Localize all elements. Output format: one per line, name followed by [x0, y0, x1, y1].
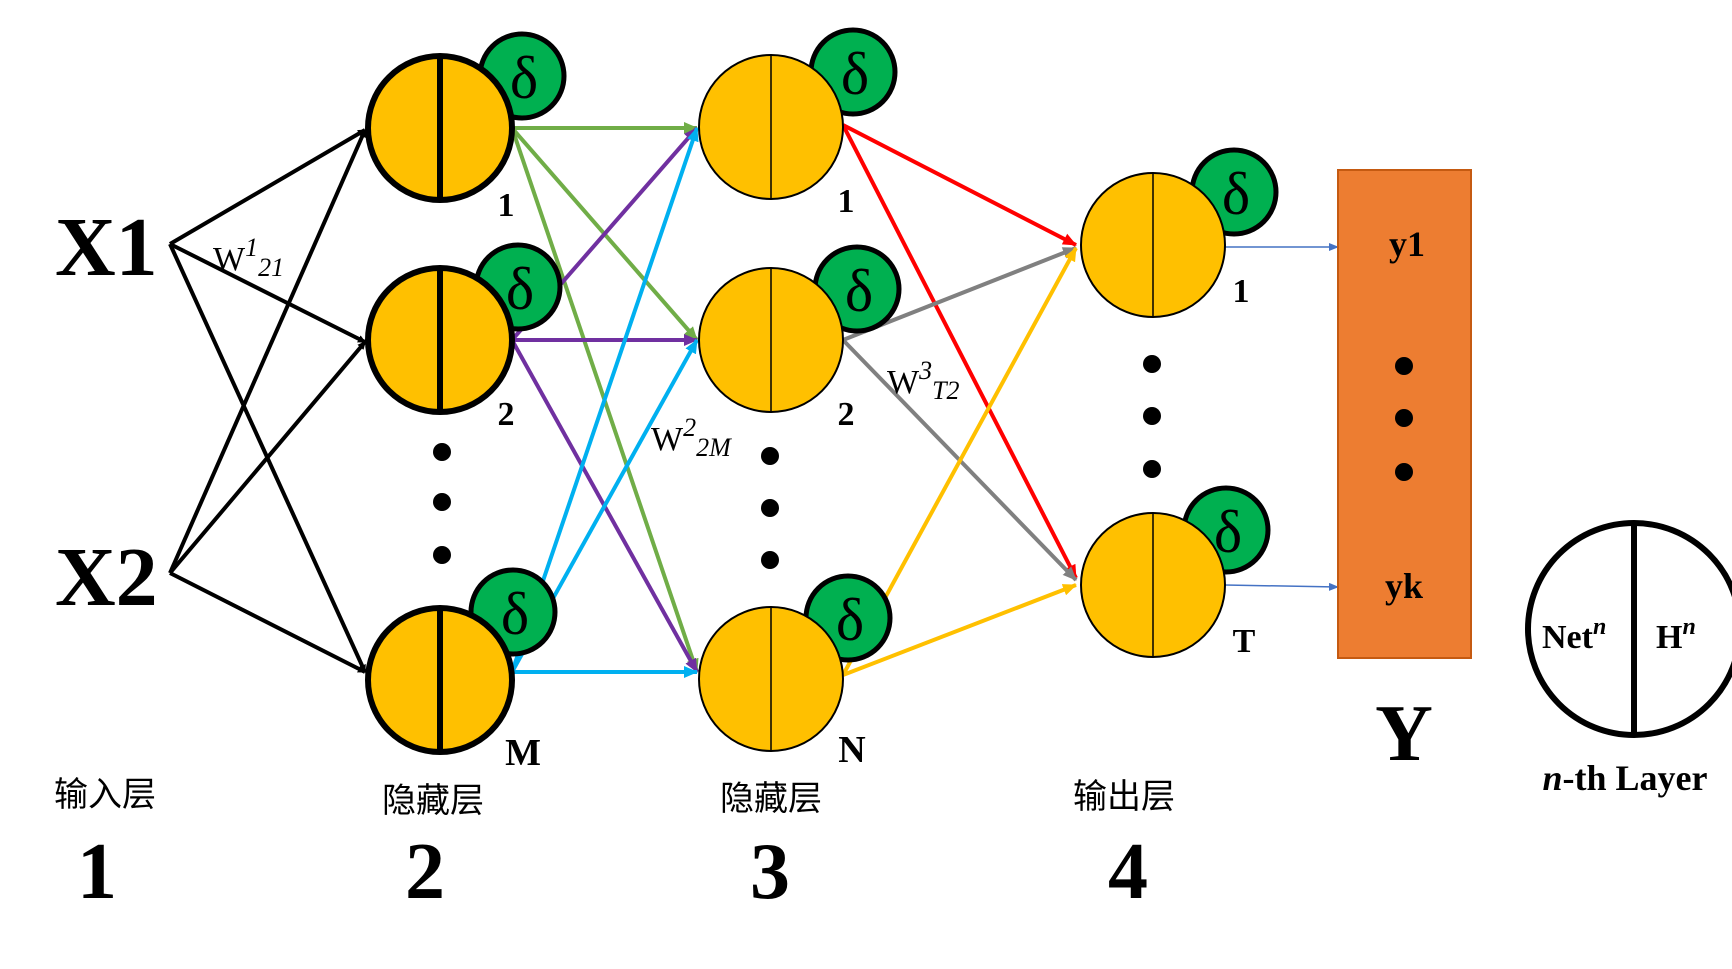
output-box: y1 yk: [1337, 169, 1472, 659]
output-yk-label: yk: [1385, 566, 1423, 606]
node-l2-2: [365, 265, 515, 415]
layer-name-output: 输出层: [1073, 777, 1175, 817]
edge-l3-N-to-l4-T: [842, 583, 1077, 677]
layer-number-4: 4: [1108, 828, 1148, 916]
output-ellipsis-dot: [1395, 357, 1413, 375]
edge-x2-to-l2-M: [169, 571, 366, 674]
output-ellipsis-dot: [1395, 409, 1413, 427]
node-l3-N: [698, 606, 844, 752]
legend-h-label: Hn: [1656, 614, 1696, 656]
edge-l3-1-to-l4-T: [841, 124, 1078, 579]
node-l2-M: [365, 605, 515, 755]
ellipsis-l4: [1143, 355, 1161, 478]
edge-l4-T-to-yk: [1224, 582, 1339, 591]
legend-caption: n-th Layer: [1543, 758, 1708, 798]
layer-name-input: 输入层: [54, 775, 156, 815]
delta-symbol: δ: [1222, 161, 1250, 227]
layer-number-2: 2: [405, 828, 445, 916]
layer4-nodes: [1080, 172, 1226, 658]
node-label-l3-2: 2: [838, 396, 855, 433]
layer-number-1: 1: [77, 828, 117, 916]
node-l4-1: [1080, 172, 1226, 318]
node-l2-1: [365, 53, 515, 203]
node-l3-1: [698, 54, 844, 200]
layer-name-hidden-2: 隐藏层: [382, 781, 484, 821]
ellipsis-l3: [761, 447, 779, 569]
layer-number-3: 3: [750, 828, 790, 916]
legend: Netn Hn n-th Layer: [1525, 520, 1732, 798]
edge-x1-to-l2-1: [168, 128, 367, 246]
node-label-l4-1: 1: [1233, 273, 1250, 310]
delta-symbol: δ: [845, 258, 873, 324]
layer-names: 输入层 隐藏层 隐藏层 输出层: [54, 775, 1175, 821]
delta-symbol: δ: [501, 581, 529, 647]
node-label-l4-T: T: [1233, 623, 1256, 660]
edges-layer4-to-output: [1224, 243, 1339, 591]
weight-w2-2M-label: W22M: [651, 413, 732, 462]
output-y1-label: y1: [1389, 224, 1425, 264]
node-index-labels: 1 2 M 1 2 N 1 T: [498, 183, 1256, 774]
input-x1-label: X1: [55, 201, 158, 294]
node-l3-2: [698, 267, 844, 413]
ellipsis-l2: [433, 443, 451, 564]
legend-net-label: Netn: [1542, 614, 1606, 656]
weight-w3-T2-label: W3T2: [887, 356, 960, 405]
layer-name-hidden-3: 隐藏层: [720, 779, 822, 819]
delta-symbol: δ: [510, 45, 538, 111]
layer-numbers: 1 2 3 4: [77, 828, 1148, 916]
input-x2-label: X2: [55, 531, 158, 624]
node-label-l2-1: 1: [498, 187, 515, 224]
weight-w1-21-label: W121: [213, 233, 284, 282]
layer3-nodes: [698, 54, 844, 752]
edge-l3-1-to-l4-1: [842, 123, 1077, 247]
output-ellipsis-dot: [1395, 463, 1413, 481]
layer2-nodes: [365, 53, 515, 755]
ellipsis-dots: [433, 355, 1161, 569]
delta-symbol: δ: [841, 41, 869, 107]
edge-x2-to-l2-1: [168, 129, 367, 574]
node-label-l3-1: 1: [838, 183, 855, 220]
node-label-l2-M: M: [505, 732, 541, 774]
edges-input-to-layer2: [168, 128, 367, 674]
edge-x2-to-l2-2: [168, 340, 367, 575]
output-y-label: Y: [1375, 690, 1433, 778]
node-l4-T: [1080, 512, 1226, 658]
edge-x1-to-l2-2: [169, 242, 366, 344]
delta-symbol: δ: [506, 256, 534, 322]
node-label-l2-2: 2: [498, 396, 515, 433]
delta-symbol: δ: [836, 587, 864, 653]
node-label-l3-N: N: [838, 729, 865, 771]
